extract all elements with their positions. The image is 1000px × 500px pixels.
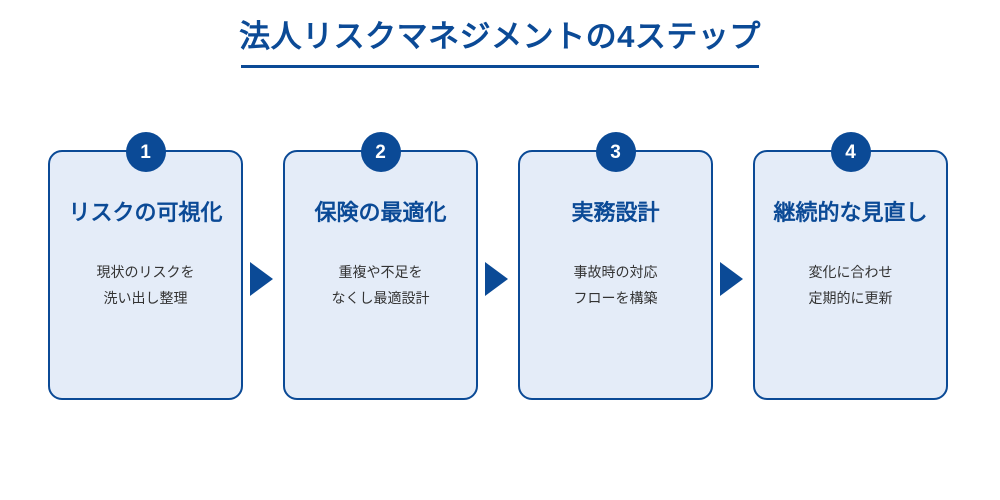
title-block: 法人リスクマネジメントの4ステップ bbox=[0, 18, 1000, 68]
connector-1 bbox=[243, 150, 283, 400]
step-title-4: 継続的な見直し bbox=[773, 200, 928, 225]
step-card-3[interactable]: 3 実務設計 事故時の対応 フローを構築 bbox=[518, 132, 713, 400]
title-underline bbox=[241, 64, 759, 68]
step-description-4-line2: 定期的に更新 bbox=[808, 289, 893, 306]
step-description-1: 現状のリスクを 洗い出し整理 bbox=[50, 260, 241, 312]
connector-3 bbox=[713, 150, 753, 400]
step-description-3-line2: フローを構築 bbox=[573, 289, 658, 306]
step-badge-2: 2 bbox=[360, 132, 401, 172]
arrow-right-triangle-icon bbox=[250, 262, 273, 296]
step-badge-4: 4 bbox=[830, 132, 871, 172]
step-description-1-line1: 現状のリスクを bbox=[96, 264, 195, 280]
step-description-4-line1: 変化に合わせ bbox=[808, 264, 893, 280]
step-description-2-line1: 重複や不足を bbox=[338, 264, 423, 280]
steps-row: 1 リスクの可視化 現状のリスクを 洗い出し整理 2 保険の最適化 重複や不足を… bbox=[48, 132, 948, 402]
step-description-2: 重複や不足を なくし最適設計 bbox=[285, 260, 476, 312]
step-description-2-line2: なくし最適設計 bbox=[331, 289, 430, 306]
step-title-3: 実務設計 bbox=[571, 200, 660, 225]
arrow-right-triangle-icon bbox=[720, 262, 743, 296]
step-description-3-line1: 事故時の対応 bbox=[573, 264, 658, 280]
step-title-1: リスクの可視化 bbox=[68, 200, 223, 225]
step-description-4: 変化に合わせ 定期的に更新 bbox=[755, 260, 946, 312]
step-description-3: 事故時の対応 フローを構築 bbox=[520, 260, 711, 312]
step-title-2: 保険の最適化 bbox=[314, 200, 447, 225]
connector-2 bbox=[478, 150, 518, 400]
step-card-4[interactable]: 4 継続的な見直し 変化に合わせ 定期的に更新 bbox=[753, 132, 948, 400]
page-title: 法人リスクマネジメントの4ステップ bbox=[239, 19, 761, 54]
arrow-right-triangle-icon bbox=[485, 262, 508, 296]
step-card-1[interactable]: 1 リスクの可視化 現状のリスクを 洗い出し整理 bbox=[48, 132, 243, 400]
step-card-2[interactable]: 2 保険の最適化 重複や不足を なくし最適設計 bbox=[283, 132, 478, 400]
step-description-1-line2: 洗い出し整理 bbox=[103, 289, 188, 306]
step-badge-3: 3 bbox=[595, 132, 636, 172]
step-badge-1: 1 bbox=[125, 132, 166, 172]
